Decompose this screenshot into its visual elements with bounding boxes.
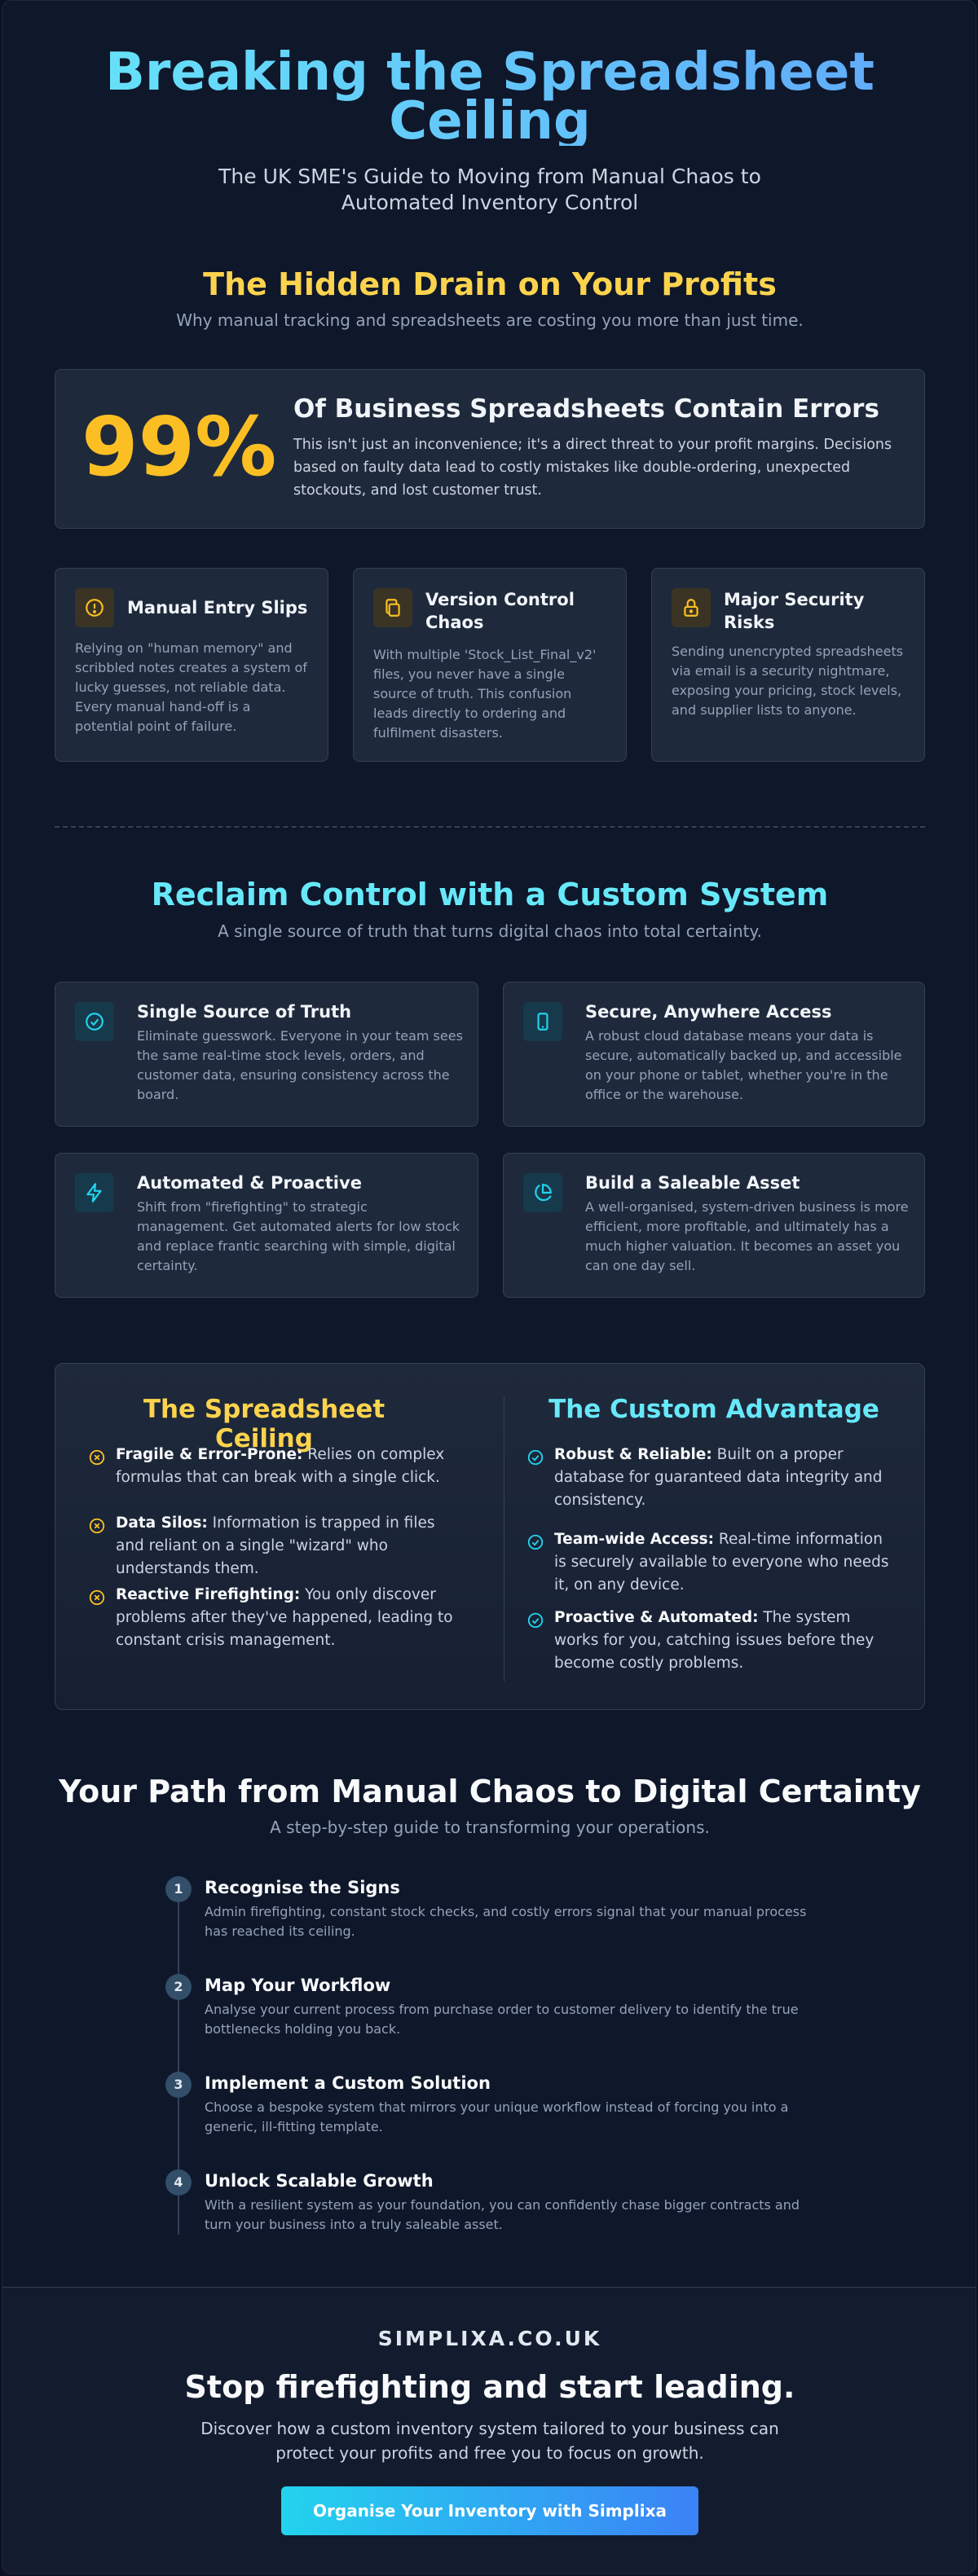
hero-subtitle: The UK SME's Guide to Moving from Manual… [218,165,761,214]
comparison-right-item: Team-wide Access: Real-time information … [554,1528,896,1597]
step-title: Recognise the Signs [205,1878,400,1897]
comparison-item-bold: Proactive & Automated: [554,1609,759,1626]
check-circle-icon [527,1534,544,1550]
reclaim-title: Reclaim Control with a Custom System [151,877,829,912]
hero-title: Breaking the Spreadsheet Ceiling [2,48,976,146]
comparison-item-bold: Reactive Firefighting: [116,1586,301,1603]
comparison-left-item: Data Silos: Information is trapped in fi… [116,1512,458,1580]
x-circle-icon [89,1589,105,1606]
problem-title: Version Control Chaos [425,590,575,632]
stat-body: This isn't just an inconvenience; it's a… [293,437,892,499]
step-number: 4 [165,2169,192,2196]
step-number: 3 [165,2072,192,2098]
comparison-item-text: Information is trapped in files and reli… [116,1514,435,1577]
feature-card-saleable-asset: Build a Saleable Asset A well-organised,… [503,1153,925,1298]
step-number: 2 [165,1974,192,2000]
hero-title-line-1: Breaking the Spreadsheet [105,42,874,103]
footer-cta-section: SIMPLIXA.CO.UK Stop firefighting and sta… [2,2287,976,2574]
check-circle-icon [527,1612,544,1629]
mobile-icon [523,1002,562,1041]
feature-title: Automated & Proactive [137,1173,362,1193]
feature-body: Shift from "firefighting" to strategic m… [137,1199,460,1273]
step-title: Unlock Scalable Growth [205,2171,434,2191]
organise-inventory-button[interactable]: Organise Your Inventory with Simplixa [281,2486,698,2535]
cta-body: Discover how a custom inventory system t… [200,2419,779,2463]
x-circle-icon [89,1518,105,1534]
step-body: With a resilient system as your foundati… [205,2197,800,2232]
path-subtitle: A step-by-step guide to transforming you… [270,1818,710,1837]
feature-body: A robust cloud database means your data … [585,1028,902,1102]
pie-chart-icon [523,1173,562,1212]
comparison-left-title: The Spreadsheet Ceiling [143,1395,385,1453]
step-body: Admin firefighting, constant stock check… [205,1904,807,1939]
x-circle-icon [89,1449,105,1466]
copy-files-icon [373,588,412,627]
step-number: 1 [165,1876,192,1902]
section-divider [55,826,925,828]
cta-headline: Stop firefighting and start leading. [184,2369,795,2405]
drain-title: The Hidden Drain on Your Profits [203,266,777,302]
comparison-item-bold: Data Silos: [116,1514,208,1532]
step-body: Choose a bespoke system that mirrors you… [205,2099,789,2134]
step-title: Implement a Custom Solution [205,2073,491,2093]
problem-title: Major Security Risks [724,590,865,632]
step-title: Map Your Workflow [205,1976,391,1995]
comparison-item-bold: Team-wide Access: [554,1531,715,1548]
hero-title-line-2: Ceiling [389,91,591,152]
comparison-right-item: Robust & Reliable: Built on a proper dat… [554,1444,896,1512]
problem-card-manual-entry: Manual Entry Slips Relying on "human mem… [55,568,328,762]
feature-card-single-source: Single Source of Truth Eliminate guesswo… [55,982,478,1127]
comparison-item-bold: Robust & Reliable: [554,1446,712,1463]
comparison-left-item: Reactive Firefighting: You only discover… [116,1584,458,1652]
drain-subtitle: Why manual tracking and spreadsheets are… [176,310,804,330]
problem-card-security: Major Security Risks Sending unencrypted… [651,568,925,762]
step-body: Analyse your current process from purcha… [205,2002,799,2037]
feature-body: Eliminate guesswork. Everyone in your te… [137,1028,463,1102]
feature-title: Build a Saleable Asset [585,1173,800,1193]
comparison-item-text: Built on a proper database for guarantee… [554,1446,883,1509]
feature-body: A well-organised, system-driven business… [585,1199,909,1273]
reclaim-subtitle: A single source of truth that turns digi… [218,921,762,941]
problem-body: With multiple 'Stock_List_Final_v2' file… [373,647,597,741]
stat-value: 99% [82,399,277,495]
comparison-right-item: Proactive & Automated: The system works … [554,1607,896,1675]
problem-title: Manual Entry Slips [127,598,308,618]
problem-body: Relying on "human memory" and scribbled … [75,640,307,734]
path-title: Your Path from Manual Chaos to Digital C… [59,1774,921,1809]
comparison-right-title: The Custom Advantage [548,1395,879,1424]
alert-circle-icon [75,588,114,627]
brand-name: SIMPLIXA.CO.UK [377,2327,602,2350]
comparison-item-text: The system works for you, catching issue… [554,1609,874,1672]
stat-heading: Of Business Spreadsheets Contain Errors [293,394,879,424]
feature-title: Single Source of Truth [137,1002,352,1022]
comparison-item-text: You only discover problems after they've… [116,1586,453,1649]
comparison-left-item: Fragile & Error-Prone: Relies on complex… [116,1444,458,1489]
stat-card: 99% Of Business Spreadsheets Contain Err… [55,369,925,529]
problem-body: Sending unencrypted spreadsheets via ema… [672,644,904,718]
lightning-icon [75,1173,114,1212]
feature-card-secure-access: Secure, Anywhere Access A robust cloud d… [503,982,925,1127]
timeline-line [178,1889,179,2235]
comparison-item-bold: Fragile & Error-Prone: [116,1446,303,1463]
check-circle-icon [75,1002,114,1041]
comparison-panel: The Spreadsheet Ceiling The Custom Advan… [55,1363,925,1710]
lock-icon [672,588,711,627]
comparison-item-text: Relies on complex formulas that can brea… [116,1446,445,1486]
comparison-item-text: Real-time information is securely availa… [554,1531,889,1594]
feature-title: Secure, Anywhere Access [585,1002,832,1022]
problem-card-version-control: Version Control Chaos With multiple 'Sto… [353,568,627,762]
feature-card-automated: Automated & Proactive Shift from "firefi… [55,1153,478,1298]
check-circle-icon [527,1449,544,1466]
